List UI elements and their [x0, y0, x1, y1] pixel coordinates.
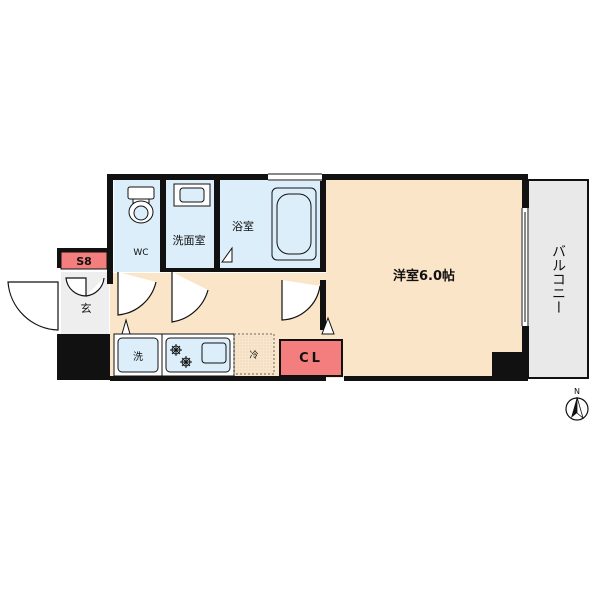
wc-label: WC: [133, 248, 148, 258]
western-room-fill: [326, 180, 522, 378]
toilet-icon: [127, 186, 155, 224]
wash-basin-inner: [179, 187, 205, 203]
washroom-door: [171, 272, 209, 323]
step-markers: [121, 246, 335, 335]
doors: [7, 272, 321, 331]
fridge-label: 冷: [249, 349, 258, 361]
wc-door: [117, 272, 157, 316]
washroom-label: 洗面室: [173, 233, 206, 247]
closet: [279, 339, 343, 377]
balcony-window: [521, 208, 529, 326]
bathroom-window: [268, 173, 322, 181]
bathtub-inner: [276, 193, 312, 255]
entrance-label: 玄: [81, 301, 92, 315]
shoe-box-label: S8: [76, 255, 92, 268]
bathroom-label: 浴室: [232, 219, 254, 233]
north-arrow-icon: N: [565, 387, 589, 421]
stove-burner-icon: [170, 344, 192, 368]
entrance-door: [7, 281, 59, 331]
western-room-label: 洋室6.0帖: [393, 268, 455, 284]
washer-label: 洗: [133, 351, 143, 363]
svg-text:N: N: [574, 387, 580, 396]
balcony-fill: [528, 180, 588, 378]
shoe-box-door-right: [85, 277, 105, 297]
balcony-label: バルコニー: [550, 244, 566, 314]
room-door: [281, 280, 321, 321]
closet-label: CL: [299, 351, 323, 366]
shoe-box: [60, 251, 108, 270]
